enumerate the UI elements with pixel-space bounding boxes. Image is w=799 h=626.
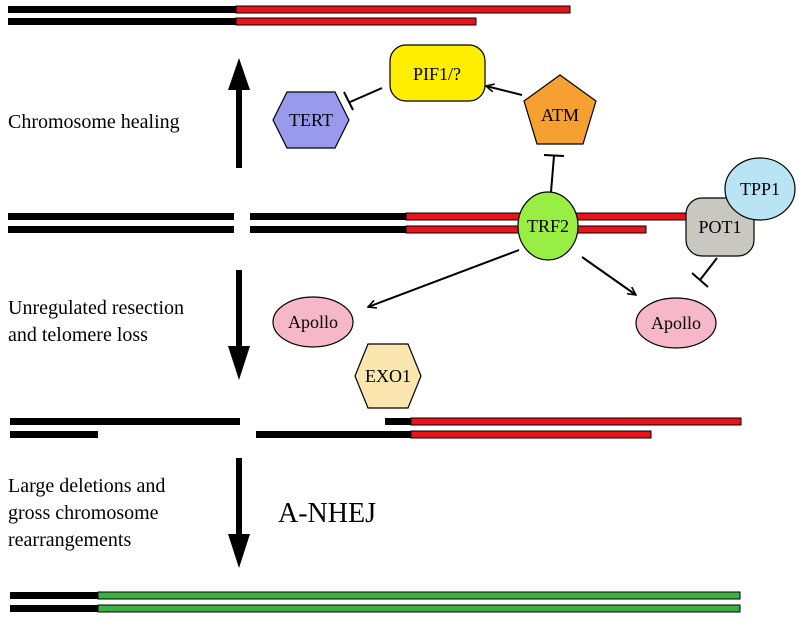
interaction-edges [343,86,718,307]
fused-strand-black-1 [10,592,98,599]
edge-trf2-to-apollo-left [368,249,520,307]
atm-node: ATM [523,74,597,145]
mid-strand-black-left-1 [8,213,234,220]
edge-atm-activates-pif1 [486,86,523,96]
anhej-label: A-NHEJ [278,498,376,529]
apollo-left-node: Apollo [272,296,354,348]
mid-strand-black-right-2 [250,226,406,233]
edge-trf2-inhibits-atm [550,155,555,193]
fused-strand-black-2 [10,605,98,612]
res-strand-black-left-1 [10,418,240,425]
middle-dna-strands [8,212,707,234]
atm-label: ATM [541,105,579,125]
res-strand-red-2 [410,430,652,439]
pif1-label: PIF1/? [413,64,461,84]
apollo-right-label: Apollo [651,313,701,333]
apollo-left-label: Apollo [288,312,338,332]
edge-pot1-inhibits-apollo [699,257,718,281]
res-strand-black-right-2 [256,431,411,438]
res-strand-black-left-2 [10,431,98,438]
tert-node: TERT [272,91,350,149]
exo1-node: EXO1 [354,343,422,409]
top-strand-black-2 [8,18,236,25]
res-strand-red-1 [410,417,742,426]
edge-trf2-to-apollo-right [581,256,636,295]
apollo-right-node: Apollo [635,297,717,349]
trf2-label: TRF2 [527,216,569,236]
edge-trf2-inhibits-atm-bar [543,154,565,157]
deletion-label-line2: gross chromosome [8,502,159,524]
top-strand-black-1 [8,6,236,13]
top-strand-red-1 [235,5,571,14]
resected-dna-strands [10,417,742,439]
deletion-label-line3: rearrangements [8,529,131,551]
fused-strand-green-2 [97,604,741,613]
top-dna-strands [8,5,571,26]
deletion-label-line1: Large deletions and [8,475,165,497]
resection-label-line2: and telomere loss [8,324,148,346]
tert-label: TERT [289,110,333,130]
top-strand-red-2 [235,17,477,26]
chromosome-healing-label: Chromosome healing [8,111,180,133]
resection-label-line1: Unregulated resection [8,297,184,319]
tpp1-node: TPP1 [724,157,796,221]
pif1-node: PIF1/? [389,44,486,102]
trf2-node: TRF2 [517,191,579,261]
fused-strand-green-1 [97,591,741,600]
arrow-down-icon [228,270,250,380]
res-strand-black-right-1 [385,418,411,425]
tpp1-label: TPP1 [740,179,780,199]
edge-pif1-inhibits-tert-bar [343,91,354,111]
edge-pot1-inhibits-apollo-bar [691,272,709,288]
fused-dna-strands [10,591,741,613]
mid-strand-black-right-1 [250,213,406,220]
exo1-label: EXO1 [365,366,411,386]
pot1-label: POT1 [698,217,741,237]
mid-strand-black-left-2 [8,226,234,233]
arrow-down-icon [228,458,250,568]
edge-pif1-inhibits-tert [349,87,383,103]
arrow-up-icon [228,58,250,168]
